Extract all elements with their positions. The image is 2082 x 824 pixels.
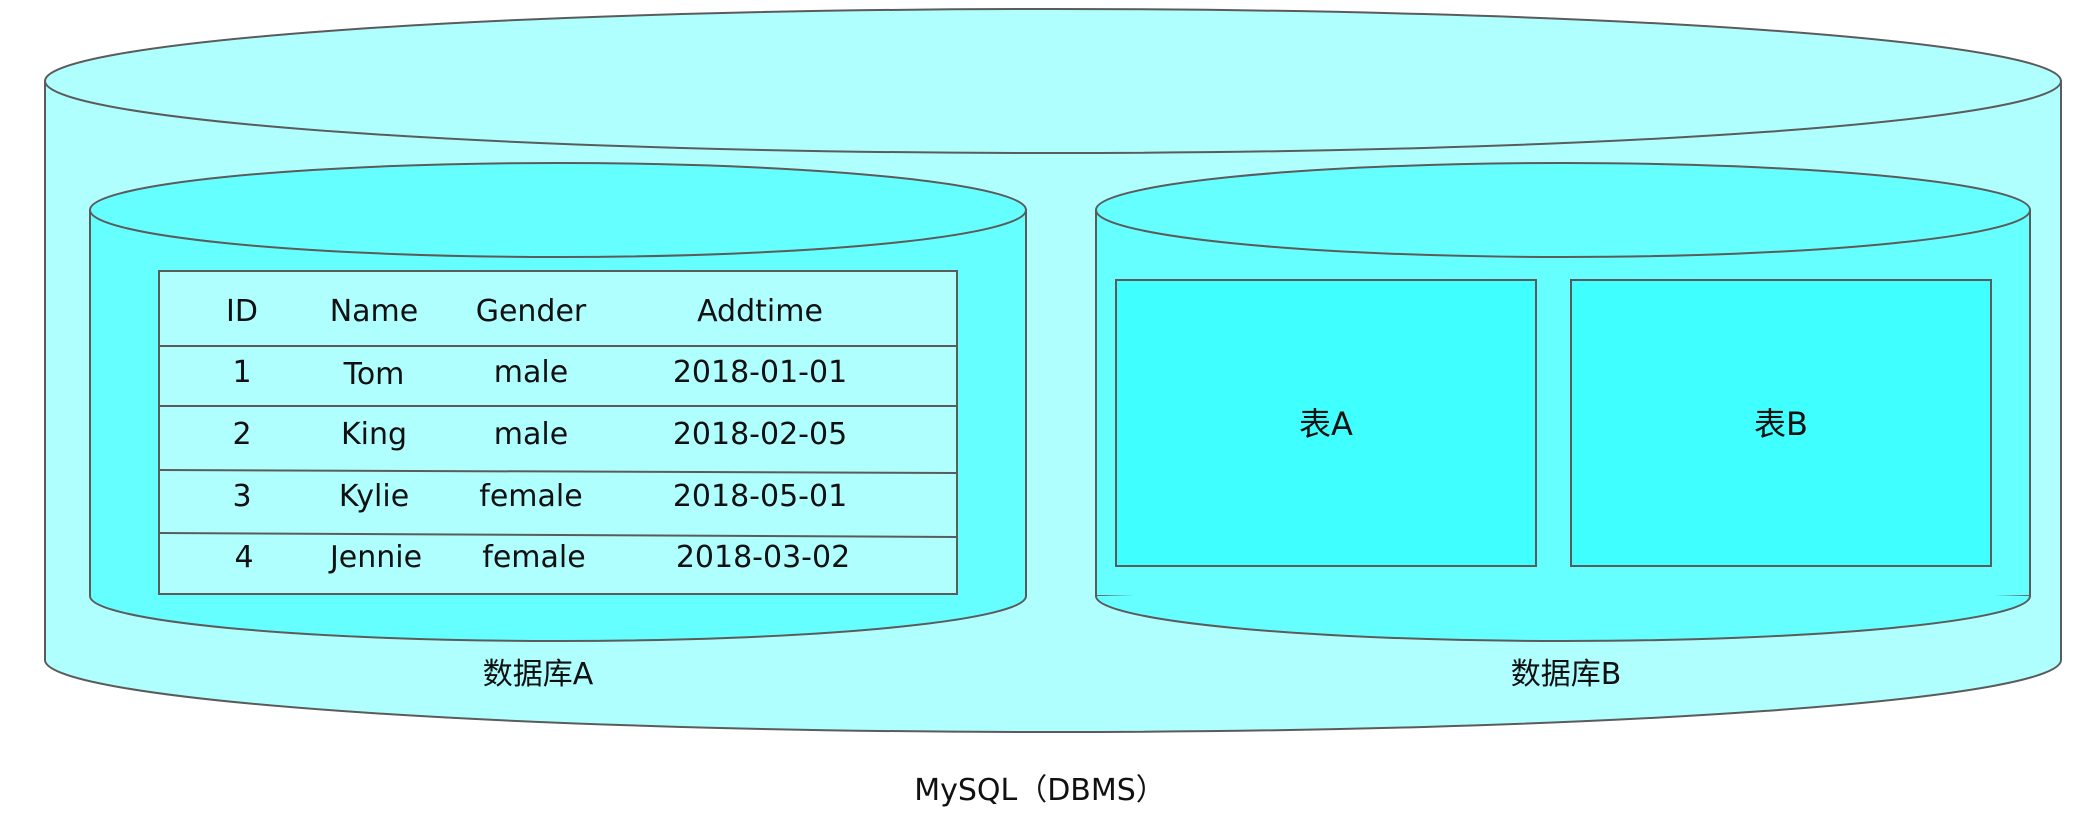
database-b-cylinder-bottom bbox=[1097, 596, 2029, 641]
table-row-divider bbox=[158, 532, 958, 538]
table-a-box: 表A bbox=[1115, 279, 1537, 567]
table-cell-name: Jennie bbox=[328, 540, 422, 575]
column-header-gender: Gender bbox=[476, 294, 587, 329]
dbms-cylinder-top bbox=[44, 8, 2062, 154]
database-a-cylinder-top bbox=[89, 162, 1027, 258]
table-cell-name: Tom bbox=[343, 357, 405, 392]
table-b-rect bbox=[1570, 279, 1992, 567]
table-b-label: 表B bbox=[1754, 405, 1808, 443]
table-header-row: ID Name Gender Addtime bbox=[226, 294, 823, 329]
database-b-label: 数据库B bbox=[1511, 657, 1622, 692]
dbms-label: MySQL（DBMS） bbox=[914, 773, 1166, 808]
table-row: 2 King male 2018-02-05 bbox=[232, 417, 847, 452]
table-cell-gender: male bbox=[494, 417, 568, 452]
table-b-box: 表B bbox=[1570, 279, 1992, 567]
table-a-label: 表A bbox=[1299, 405, 1353, 443]
table-cell-id: 3 bbox=[232, 479, 251, 514]
column-header-id: ID bbox=[226, 294, 258, 329]
table-cell-addtime: 2018-01-01 bbox=[673, 355, 847, 390]
database-b-cylinder-bottom-edge bbox=[1095, 595, 2031, 642]
table-cell-gender: female bbox=[479, 479, 582, 514]
column-header-addtime: Addtime bbox=[697, 294, 823, 329]
table-cell-name: King bbox=[341, 417, 407, 452]
database-b-cylinder-top bbox=[1095, 162, 2031, 258]
table-cell-gender: female bbox=[482, 540, 585, 575]
table-cell-id: 2 bbox=[232, 417, 251, 452]
users-table: ID Name Gender Addtime 1 Tom male 2018-0… bbox=[158, 270, 958, 595]
users-table-frame bbox=[158, 270, 958, 595]
table-cell-addtime: 2018-05-01 bbox=[673, 479, 847, 514]
table-cell-addtime: 2018-02-05 bbox=[673, 417, 847, 452]
table-cell-name: Kylie bbox=[339, 479, 409, 514]
database-a-label: 数据库A bbox=[483, 657, 594, 692]
table-cell-gender: male bbox=[494, 355, 568, 390]
table-cell-id: 1 bbox=[232, 355, 251, 390]
table-row: 3 Kylie female 2018-05-01 bbox=[232, 479, 847, 514]
table-row: 4 Jennie female 2018-03-02 bbox=[234, 540, 850, 575]
table-row: 1 Tom male 2018-01-01 bbox=[232, 355, 847, 392]
table-cell-addtime: 2018-03-02 bbox=[676, 540, 850, 575]
column-header-name: Name bbox=[330, 294, 419, 329]
table-a-rect bbox=[1115, 279, 1537, 567]
table-cell-id: 4 bbox=[234, 540, 253, 575]
table-row-divider bbox=[158, 469, 958, 474]
